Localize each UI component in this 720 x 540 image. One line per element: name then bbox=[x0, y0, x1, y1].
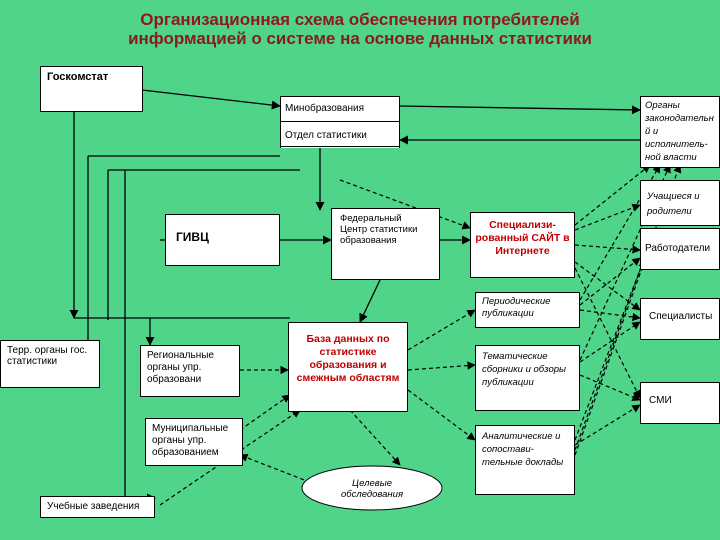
node-celevye-label: Целевые обследования bbox=[340, 478, 404, 500]
node-smi: СМИ bbox=[640, 382, 720, 424]
node-goskomstat-label: Госкомстат bbox=[47, 71, 109, 83]
node-site-label: Специализи-рованный САЙТ в Интернете bbox=[475, 219, 570, 257]
node-organy-vlasti: Органы законодательн й и исполнитель-ной… bbox=[640, 96, 720, 168]
dash-period-organy bbox=[579, 164, 661, 301]
dash-analit-smi bbox=[574, 404, 641, 446]
node-smi-label: СМИ bbox=[649, 395, 672, 406]
dash-baza-tematic bbox=[407, 361, 476, 371]
node-site: Специализи-рованный САЙТ в Интернете bbox=[470, 212, 575, 278]
line-goskomstat-minobr bbox=[141, 89, 281, 110]
dash-site-organy bbox=[574, 164, 651, 226]
node-fed-center-label: Федеральный Центр статистики образования bbox=[340, 213, 418, 246]
node-rabotodateli: Работодатели bbox=[640, 228, 720, 270]
node-municipalnye: Муниципальные органы упр. образованием bbox=[145, 418, 243, 466]
node-celevye: Целевые обследования bbox=[325, 478, 419, 500]
dash-site-rabot bbox=[574, 244, 641, 254]
node-regionalnye: Региональные органы упр. образовани bbox=[140, 345, 240, 397]
dash-tem-smi bbox=[579, 374, 641, 401]
node-periodicheskie-label: Периодические публикации bbox=[482, 296, 551, 319]
line-fed-baza bbox=[359, 279, 381, 323]
node-analiticheskie-label: Аналитические и сопостави-тельные доклад… bbox=[482, 431, 564, 468]
dash-baza-period bbox=[407, 309, 476, 351]
node-rabotodateli-label: Работодатели bbox=[645, 243, 711, 254]
page-title: Организационная схема обеспечения потреб… bbox=[40, 10, 680, 48]
node-givc: ГИВЦ bbox=[165, 214, 280, 266]
node-minobr: Минобразования Отдел статистики bbox=[280, 96, 400, 148]
dash-site-smi bbox=[574, 267, 641, 399]
node-terr-label: Терр. органы гос. статистики bbox=[7, 345, 88, 367]
node-tematicheskie-label: Тематические сборники и обзоры публикаци… bbox=[482, 351, 566, 388]
dash-municipal-baza bbox=[239, 394, 291, 431]
node-analiticheskie: Аналитические и сопостави-тельные доклад… bbox=[475, 425, 575, 495]
node-terr: Терр. органы гос. статистики bbox=[0, 340, 100, 388]
node-uchashiesya: Учащиеся и родители bbox=[640, 180, 720, 226]
node-municipalnye-label: Муниципальные органы упр. образованием bbox=[152, 423, 229, 458]
node-givc-label: ГИВЦ bbox=[176, 230, 209, 244]
node-periodicheskie: Периодические публикации bbox=[475, 292, 580, 328]
dash-baza-celevye bbox=[349, 409, 401, 466]
node-baza: База данных по статистике образования и … bbox=[288, 322, 408, 412]
node-specialisty: Специалисты bbox=[640, 298, 720, 340]
node-minobr-label: Минобразования bbox=[281, 97, 399, 122]
node-specialisty-label: Специалисты bbox=[649, 311, 713, 322]
dash-site-uchash bbox=[574, 203, 641, 231]
node-regionalnye-label: Региональные органы упр. образовани bbox=[147, 350, 214, 385]
node-fed-center: Федеральный Центр статистики образования bbox=[331, 208, 440, 280]
celevye-ellipse bbox=[301, 465, 443, 511]
node-baza-label: База данных по статистике образования и … bbox=[296, 333, 400, 384]
node-goskomstat: Госкомстат bbox=[40, 66, 143, 112]
node-tematicheskie: Тематические сборники и обзоры публикаци… bbox=[475, 345, 580, 411]
line-minobr-organy bbox=[399, 105, 641, 115]
node-minobr-bottom bbox=[280, 146, 400, 147]
dash-tem-spec bbox=[579, 321, 641, 363]
node-organy-vlasti-label: Органы законодательн й и исполнитель-ной… bbox=[645, 100, 714, 163]
node-otdel-label: Отдел статистики bbox=[285, 130, 367, 141]
node-uchashiesya-label: Учащиеся и родители bbox=[647, 191, 700, 217]
page-title-line2: информацией о системе на основе данных с… bbox=[128, 29, 592, 48]
node-uchebnye-label: Учебные заведения bbox=[47, 501, 140, 512]
dash-period-rabot bbox=[579, 257, 641, 306]
node-uchebnye: Учебные заведения bbox=[40, 496, 155, 518]
dash-period-spec bbox=[579, 309, 641, 322]
page-title-line1: Организационная схема обеспечения потреб… bbox=[140, 10, 580, 29]
dash-baza-analit bbox=[407, 389, 476, 441]
dash-fed-site1 bbox=[339, 179, 471, 230]
